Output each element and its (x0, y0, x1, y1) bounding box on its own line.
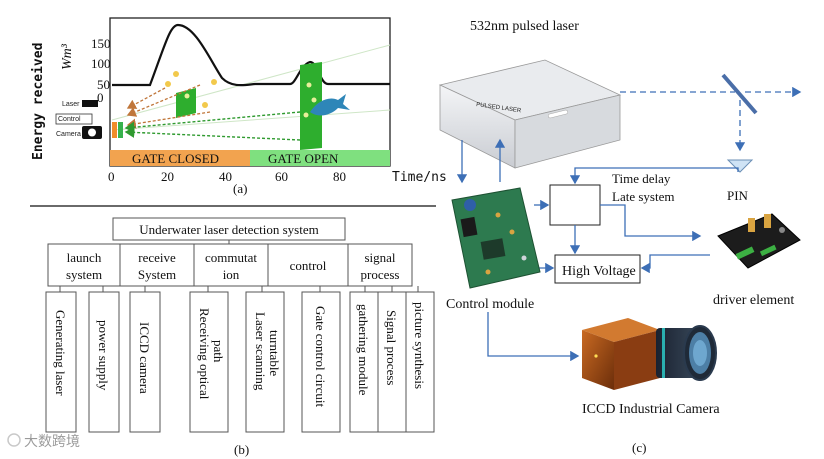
driver-label: driver element (713, 293, 794, 308)
leaf-picture-synthesis: picture synthesis (412, 302, 427, 389)
leaf-laser-scanning-2: turntable (267, 330, 282, 376)
control-module-label: Control module (446, 297, 534, 312)
caption-a: (a) (233, 181, 247, 196)
group-launch: launch (67, 250, 102, 265)
leaf-gathering: gathering module (356, 304, 371, 396)
device-labels: Laser Control Camera (55, 100, 102, 139)
signal-arrows (124, 111, 301, 141)
ytick-100: 100 (91, 56, 111, 71)
y-ticks: 150 100 50 0 (91, 36, 111, 105)
leaf-receiving-optical: Receiving optical (197, 308, 212, 400)
leaf-gate-control: Gate control circuit (313, 306, 328, 407)
control-label: Control (58, 116, 81, 123)
leaf-iccd-camera: ICCD camera (137, 322, 152, 394)
group-receive: receive (138, 250, 176, 265)
xtick-0: 0 (108, 169, 115, 184)
camera-label: Camera (56, 131, 81, 138)
watermark-text: 大数跨境 (24, 433, 80, 449)
ytick-50: 50 (97, 77, 110, 92)
group-commutation-2: ion (223, 267, 240, 282)
flow-arrows (456, 138, 739, 362)
ytick-150: 150 (91, 36, 111, 51)
pulsed-laser-unit: PULSED LASER (438, 59, 622, 169)
pin-label: PIN (727, 188, 749, 203)
xtick-20: 20 (161, 169, 174, 184)
leaf-labels: Generating laser power supply ICCD camer… (53, 302, 427, 407)
panel-a: Energy received Wm³ 150 100 50 0 (31, 17, 447, 196)
particles (165, 71, 317, 118)
driver-element-board (717, 213, 801, 269)
time-axis-label: Time/ns (392, 170, 447, 185)
energy-axis-label: Energy received (31, 43, 46, 160)
leaf-generating-laser: Generating laser (53, 310, 68, 396)
leaf-receiving-optical-2: path (211, 340, 226, 363)
beam-splitter (721, 73, 758, 115)
guide-lines (111, 44, 391, 131)
plot-frame (109, 17, 391, 167)
unit-label: Wm³ (60, 43, 75, 70)
ytick-0: 0 (97, 90, 104, 105)
caption-c: (c) (632, 440, 646, 455)
time-delay-box (549, 184, 601, 226)
panel-c: 532nm pulsed laser PULSED LASER PIN Time… (438, 19, 802, 455)
high-voltage-box (554, 254, 641, 284)
group-launch-2: system (66, 267, 102, 282)
iccd-camera (582, 318, 717, 390)
gate-closed-label: GATE CLOSED (132, 151, 219, 166)
caption-b: (b) (234, 442, 249, 457)
high-voltage-label: High Voltage (562, 264, 636, 279)
gate-open-label: GATE OPEN (268, 151, 339, 166)
backscatter-arrows (126, 84, 211, 129)
group-receive-2: System (138, 267, 176, 282)
pulsed-laser-title: 532nm pulsed laser (470, 19, 579, 34)
group-control: control (290, 258, 327, 273)
gate-open-bar (250, 150, 390, 166)
x-ticks: 0 20 40 60 80 (108, 169, 346, 184)
watermark: 大数跨境 (7, 433, 80, 449)
tree-connectors-top (78, 240, 378, 245)
group-row: launch system receive System commutat io… (47, 243, 413, 287)
camera-label: ICCD Industrial Camera (582, 402, 720, 417)
water-slab-far (300, 62, 322, 150)
time-delay-label-2: Late system (612, 189, 674, 204)
leaf-signal-process: Signal process (384, 310, 399, 385)
laser-label: Laser (62, 101, 80, 108)
group-commutation: commutat (205, 250, 257, 265)
xtick-60: 60 (275, 169, 288, 184)
gate-marker-green (118, 122, 123, 138)
laser-beam (620, 86, 802, 152)
xtick-40: 40 (219, 169, 232, 184)
control-box (55, 113, 93, 125)
laser-device-icon (82, 100, 98, 107)
leaf-row (45, 291, 435, 433)
water-slab-near (176, 88, 196, 118)
gate-marker-orange (112, 122, 117, 138)
tree-connectors-bottom (59, 286, 419, 292)
control-module-board (451, 187, 541, 289)
root-label: Underwater laser detection system (139, 222, 318, 237)
time-delay-label-1: Time delay (612, 171, 671, 186)
leaf-laser-scanning: Laser scanning (253, 312, 268, 391)
pin-detector-icon (726, 159, 754, 173)
group-signal-2: process (361, 267, 400, 282)
fish-icon (310, 94, 350, 116)
leaf-power-supply: power supply (96, 320, 111, 391)
xtick-80: 80 (333, 169, 346, 184)
energy-curve (112, 23, 390, 87)
gate-closed-bar (110, 150, 250, 166)
group-signal: signal (364, 250, 395, 265)
panel-b: Underwater laser detection system launch… (45, 217, 435, 457)
